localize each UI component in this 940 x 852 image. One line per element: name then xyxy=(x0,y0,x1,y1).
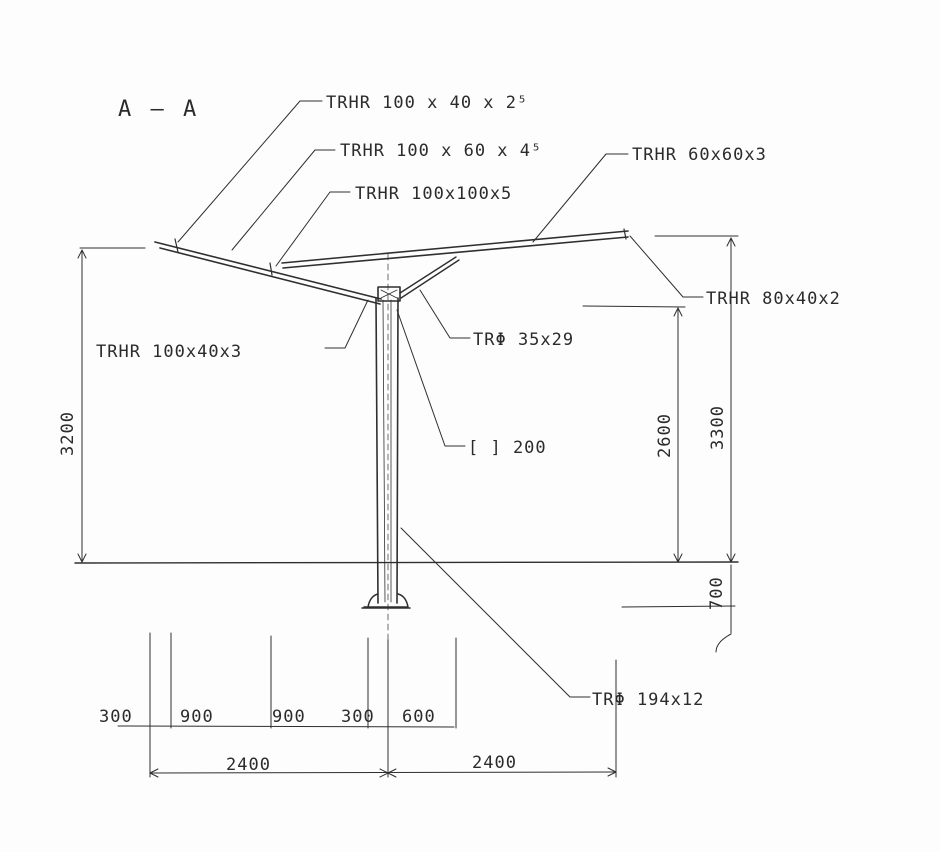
column-head xyxy=(377,286,401,302)
width-dimensions xyxy=(117,632,617,778)
dim-900-a: 900 xyxy=(180,707,214,727)
dim-3200: 3200 xyxy=(58,411,78,456)
label-trhr-100x100x5: TRHR 100x100x5 xyxy=(355,184,512,204)
label-trhr-100x60x45: TRHR 100 x 60 x 4⁵ xyxy=(340,141,542,161)
base-plate xyxy=(361,593,411,609)
label-trhr-60x60x3: TRHR 60x60x3 xyxy=(632,145,767,165)
ground-line xyxy=(74,561,739,564)
column xyxy=(375,253,399,641)
dim-600: 600 xyxy=(402,707,436,727)
dim-2600: 2600 xyxy=(655,413,675,458)
dim-700: 700 xyxy=(707,576,727,610)
label-tro-35x29: TRΦ 35x29 xyxy=(473,330,574,350)
dim-300-mid: 300 xyxy=(341,707,375,727)
label-trhr-80x40x2: TRHR 80x40x2 xyxy=(706,289,841,309)
dim-900-b: 900 xyxy=(272,707,306,727)
label-trhr-100x40x3: TRHR 100x40x3 xyxy=(96,342,242,362)
height-dimensions xyxy=(77,235,739,653)
right-beam xyxy=(281,228,629,269)
dim-300-left: 300 xyxy=(99,707,133,727)
leader-lines xyxy=(177,100,704,698)
dim-2400-left: 2400 xyxy=(226,755,271,775)
dim-2400-right: 2400 xyxy=(472,753,517,773)
section-title: A — A xyxy=(118,97,199,122)
label-channel-200: [ ] 200 xyxy=(468,438,547,458)
strut xyxy=(399,256,460,299)
left-arm xyxy=(154,238,382,305)
dim-3300: 3300 xyxy=(708,405,728,450)
label-trhr-100x40x25: TRHR 100 x 40 x 2⁵ xyxy=(326,93,528,113)
label-tro-194x12: TRΦ 194x12 xyxy=(592,690,704,710)
